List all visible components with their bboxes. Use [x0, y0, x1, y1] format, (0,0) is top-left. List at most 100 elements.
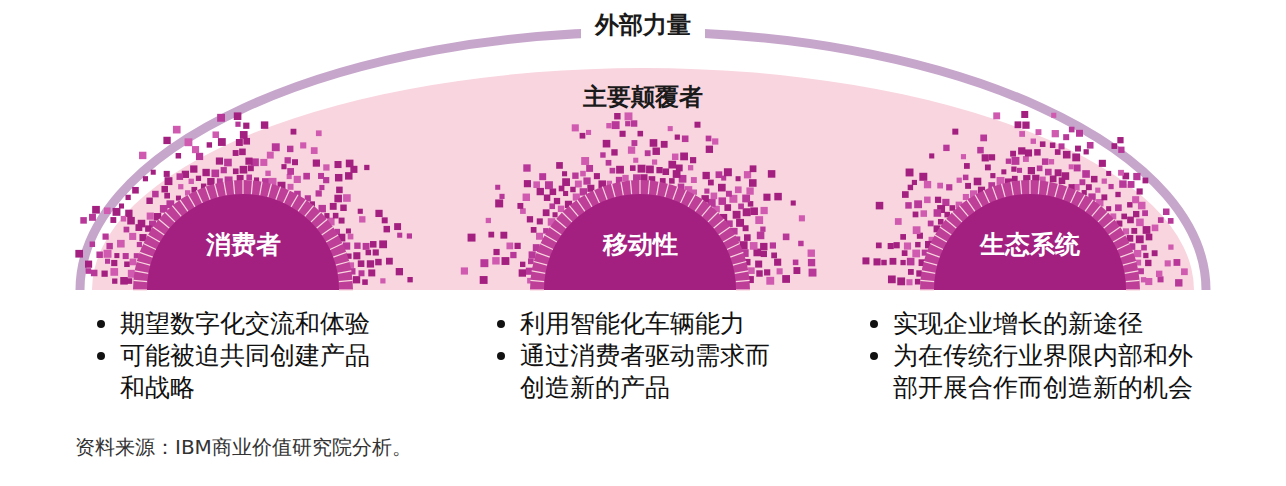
pixel: [888, 243, 894, 249]
pixel: [1136, 219, 1144, 227]
pixel: [506, 243, 513, 250]
text: 移动性: [603, 230, 678, 259]
ring-line: [730, 252, 743, 257]
ring-line: [305, 206, 314, 217]
pixel: [980, 135, 987, 142]
ring-line: [630, 180, 631, 194]
pixel: [736, 219, 744, 227]
pixel: [1001, 169, 1006, 174]
pixel: [744, 234, 751, 241]
ring-line: [688, 195, 695, 207]
pixel: [646, 166, 654, 174]
ring-line: [920, 289, 934, 290]
pixel: [106, 243, 112, 249]
ring-line: [1120, 252, 1133, 257]
pixel: [904, 242, 911, 249]
ring-line: [135, 271, 149, 273]
pixel: [993, 112, 1000, 119]
ring-line: [594, 190, 600, 203]
pixel: [486, 218, 491, 223]
pixel: [212, 131, 219, 138]
pixel: [1117, 137, 1123, 143]
pixel: [761, 207, 768, 214]
pixel: [163, 137, 170, 144]
pixel: [742, 195, 750, 203]
ring-line: [1055, 184, 1059, 198]
pixel: [529, 251, 536, 258]
pixel: [161, 186, 168, 193]
bullet-dot: [97, 352, 105, 360]
pixel: [1152, 225, 1159, 232]
pixel: [888, 275, 896, 283]
pixel: [152, 191, 159, 198]
pixel: [935, 197, 941, 203]
ring-line: [284, 190, 290, 203]
pixel: [895, 218, 902, 225]
pixel: [196, 153, 203, 160]
pixel: [793, 267, 800, 274]
pixel: [359, 270, 365, 276]
ring-line: [702, 206, 711, 217]
pixel: [1143, 178, 1149, 184]
pixel: [1042, 158, 1048, 164]
pixel: [335, 174, 342, 181]
pixel: [580, 133, 586, 139]
pixel: [718, 197, 726, 205]
pixel: [645, 150, 651, 156]
pixel: [292, 159, 298, 165]
ring-line: [723, 235, 735, 242]
bullet-dot: [870, 320, 878, 328]
ring-line: [143, 244, 156, 250]
pixel: [1142, 210, 1148, 216]
pixel: [316, 190, 322, 196]
pixel: [110, 217, 116, 223]
pixel: [353, 276, 360, 283]
pixel: [750, 242, 758, 250]
pixel: [622, 175, 628, 181]
pixel: [480, 259, 488, 267]
pixel: [379, 240, 387, 248]
pixel: [876, 202, 884, 210]
text: 期望数字化交流和体验: [120, 309, 370, 338]
pixel: [537, 188, 544, 195]
ring-line: [537, 252, 550, 257]
pixel: [340, 205, 346, 211]
pixel: [672, 154, 678, 160]
pixel: [946, 184, 952, 190]
bullet-dot: [497, 352, 505, 360]
pixel: [726, 191, 732, 197]
pixel: [937, 183, 943, 189]
ring-line: [268, 184, 272, 198]
pixel: [127, 217, 135, 225]
circle-label: 生态系统: [980, 230, 1080, 260]
ring-line: [530, 289, 544, 290]
pixel: [287, 146, 293, 152]
pixel: [1051, 113, 1056, 118]
pixel: [570, 187, 575, 192]
text: 利用智能化车辆能力: [520, 309, 745, 338]
pixel: [1145, 278, 1152, 285]
pixel: [586, 130, 591, 135]
pixel: [1127, 217, 1134, 224]
pixel: [691, 177, 697, 183]
pixel: [1055, 149, 1061, 155]
pixel: [928, 221, 934, 227]
ring-texture: [133, 180, 353, 290]
pixel: [793, 260, 799, 266]
ring-line: [657, 182, 659, 196]
pixel: [1006, 159, 1011, 164]
pixel: [233, 168, 239, 174]
pixel: [559, 186, 565, 192]
pixel: [495, 199, 503, 207]
pixel: [1163, 209, 1169, 215]
pixel: [1099, 160, 1106, 167]
ring-line: [984, 190, 990, 203]
pixel: [556, 162, 563, 169]
pixel: [319, 185, 324, 190]
pixel: [112, 278, 117, 283]
ring-line: [215, 184, 219, 198]
pixel: [333, 213, 339, 219]
pixel: [924, 197, 931, 204]
pixel: [989, 154, 995, 160]
ring-line: [1098, 212, 1108, 222]
